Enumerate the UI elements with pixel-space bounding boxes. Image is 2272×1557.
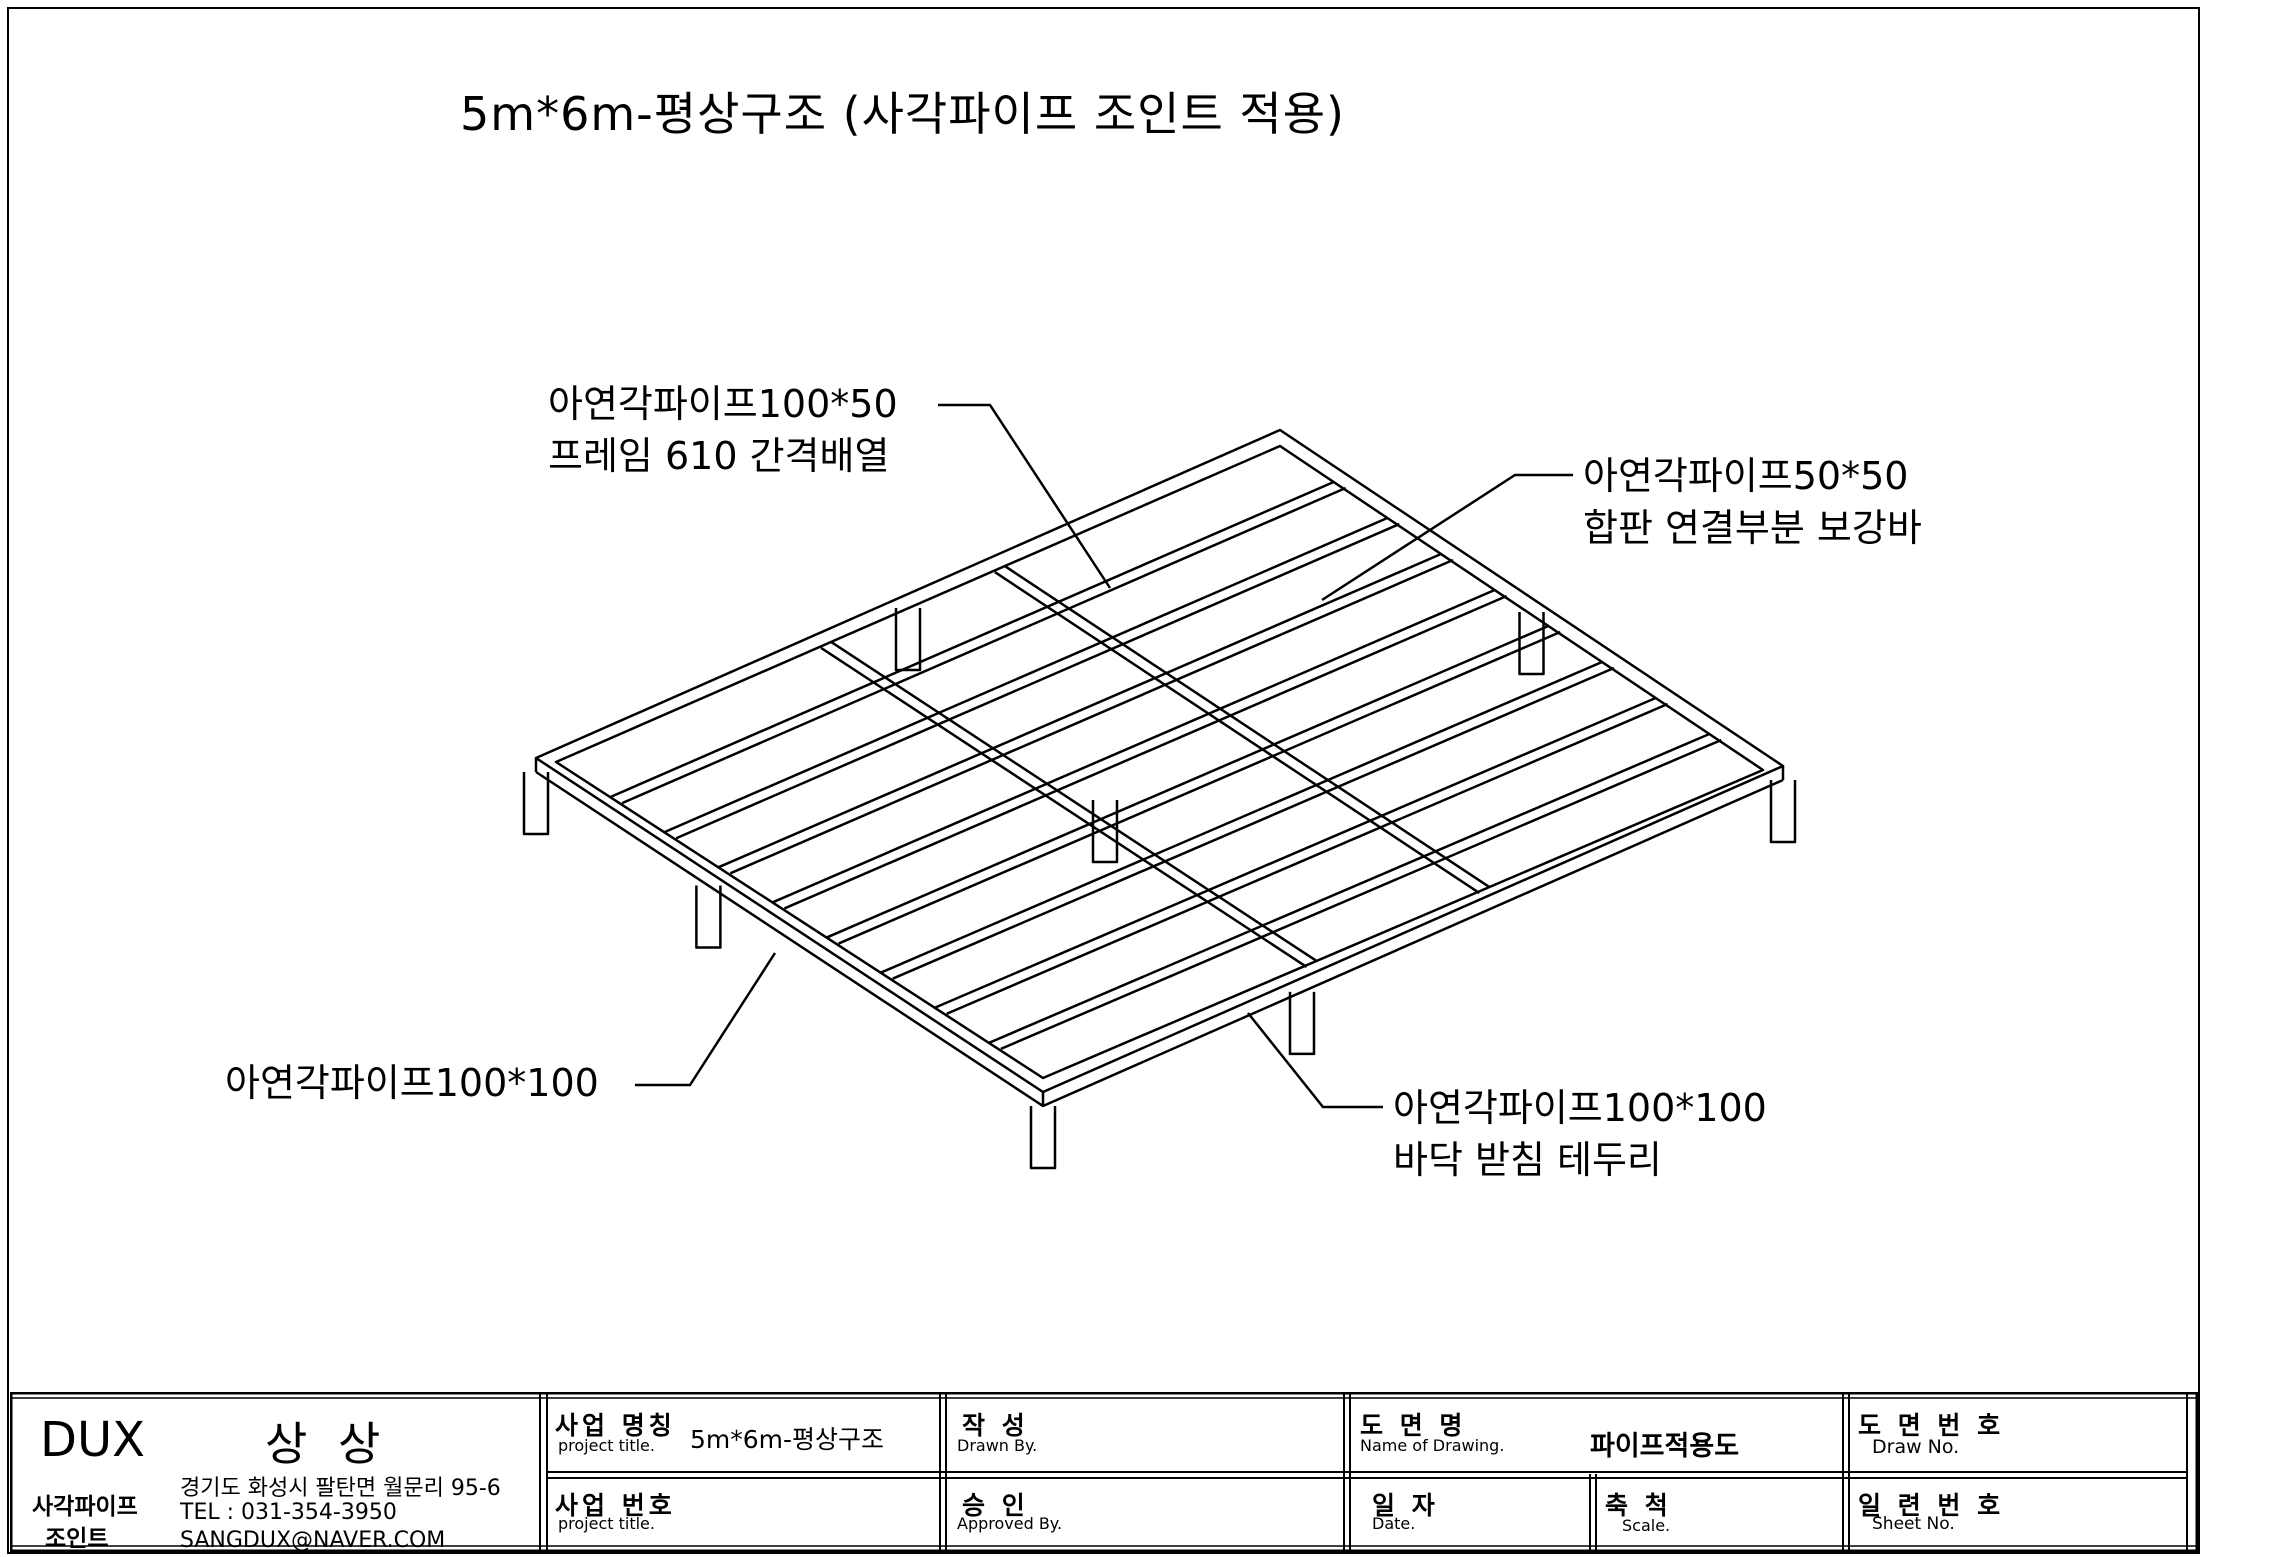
frame-pipe-edge-bottom: [946, 702, 1669, 1015]
date-label-en: Date.: [1372, 1514, 1416, 1533]
support-leg-2: [695, 885, 722, 949]
frame-pipe-edge-top: [988, 732, 1710, 1045]
reinforce-bar-edge-bottom: [820, 646, 1308, 969]
project-name-label-en: project title.: [558, 1436, 655, 1455]
callout-border-pipe: 아연각파이프100*100 바닥 받침 테두리: [1393, 1082, 1767, 1186]
scale-label-en: Scale.: [1622, 1516, 1671, 1535]
product-line-2: 조인트: [45, 1526, 109, 1552]
callout-reinforce-bar-desc: 합판 연결부분 보강바: [1583, 506, 1922, 550]
reinforce-bar-edge-bottom: [994, 571, 1481, 895]
project-number-label: 사업 번호: [555, 1491, 676, 1520]
project-number-label-en: project title.: [558, 1514, 655, 1533]
leader-leg-pipe: [635, 952, 777, 1087]
callout-frame-pipe-spec: 아연각파이프100*50: [548, 382, 898, 426]
support-leg-7: [894, 608, 922, 672]
draw-number-label-en: Draw No.: [1872, 1436, 1960, 1458]
drawn-by-label: 작 성: [962, 1411, 1029, 1440]
frame-pipe-edge-bottom: [621, 486, 1347, 805]
callout-leg-pipe: 아연각파이프100*100: [225, 1057, 599, 1109]
callout-border-pipe-spec: 아연각파이프100*100: [1393, 1086, 1767, 1130]
frame-pipe-edge-bottom: [892, 666, 1615, 980]
approved-by-label: 승 인: [962, 1491, 1029, 1520]
support-leg-3: [1029, 1106, 1057, 1170]
company-korean-name: 상 상: [265, 1417, 389, 1471]
title-block: DUX 상 상 사각파이프 조인트 경기도 화성시 팔탄면 월문리 95-6 T…: [10, 1392, 2198, 1553]
callout-border-pipe-desc: 바닥 받침 테두리: [1393, 1138, 1662, 1182]
reinforce-bar-edge-top: [830, 640, 1318, 963]
frame-pipe-edge-top: [609, 480, 1335, 799]
frame-pipe-edge-top: [880, 660, 1603, 974]
sheet-number-label-en: Sheet No.: [1872, 1514, 1955, 1534]
drawing-name-label: 도 면 명: [1360, 1411, 1467, 1440]
company-tel: TEL : 031-354-3950: [180, 1500, 397, 1525]
support-leg-4: [1288, 991, 1316, 1056]
company-address: 경기도 화성시 팔탄면 월문리 95-6: [180, 1476, 501, 1501]
frame-pipe-edge-bottom: [729, 558, 1454, 875]
border-inner-edge: [554, 444, 1765, 1080]
approved-by-label-en: Approved By.: [957, 1514, 1063, 1533]
reinforce-bar-edge-top: [1004, 565, 1491, 889]
frame-lines: [522, 428, 1797, 1170]
support-leg-1: [522, 772, 550, 836]
drawing-name-value: 파이프적용도: [1590, 1431, 1740, 1462]
frame-pipe-edge-top: [826, 624, 1549, 939]
leader-reinforce-bar: [1321, 473, 1573, 602]
frame-pipe-edge-bottom: [675, 522, 1400, 840]
drawing-name-label-en: Name of Drawing.: [1360, 1436, 1505, 1455]
drawing-title: 5m*6m-평상구조 (사각파이프 조인트 적용): [460, 87, 1345, 141]
support-leg-6: [1518, 612, 1545, 676]
date-label: 일 자: [1372, 1491, 1439, 1520]
company-email: SANGDUX@NAVER.COM: [180, 1528, 446, 1553]
callout-reinforce-bar: 아연각파이프50*50 합판 연결부분 보강바: [1583, 450, 1922, 554]
company-logo-text: DUX: [40, 1412, 145, 1468]
sheet-number-label: 일 련 번 호: [1858, 1491, 2005, 1520]
border-side-edge: [535, 770, 1784, 1108]
frame-pipe-edge-top: [771, 588, 1496, 904]
drawn-by-label-en: Drawn By.: [957, 1436, 1038, 1455]
support-leg-5: [1769, 780, 1797, 844]
callout-frame-pipe: 아연각파이프100*50 프레임 610 간격배열: [548, 378, 898, 482]
callout-frame-pipe-desc: 프레임 610 간격배열: [548, 434, 890, 478]
leader-frame-pipe: [938, 403, 1112, 589]
frame-pipe-edge-bottom: [1000, 738, 1722, 1051]
frame-pipe-edge-top: [663, 516, 1388, 834]
frame-pipe-edge-bottom: [838, 630, 1561, 945]
callout-reinforce-bar-spec: 아연각파이프50*50: [1583, 454, 1909, 498]
frame-pipe-edge-top: [717, 552, 1442, 869]
product-line-1: 사각파이프: [32, 1494, 138, 1520]
project-name-value: 5m*6m-평상구조: [690, 1425, 885, 1454]
draw-number-label: 도 면 번 호: [1858, 1411, 2005, 1440]
support-leg-8: [1091, 799, 1119, 864]
drawing-sheet-border: [7, 7, 2200, 1554]
callout-leg-pipe-spec: 아연각파이프100*100: [225, 1061, 599, 1105]
leader-lines: [635, 403, 1573, 1109]
leader-border-pipe: [1247, 1012, 1383, 1109]
frame-pipe-edge-top: [934, 696, 1657, 1009]
frame-pipe-edge-bottom: [783, 594, 1508, 910]
scale-label: 축 척: [1605, 1491, 1672, 1520]
title-block-grid: [10, 1392, 2198, 1552]
project-name-label: 사업 명칭: [555, 1411, 676, 1440]
